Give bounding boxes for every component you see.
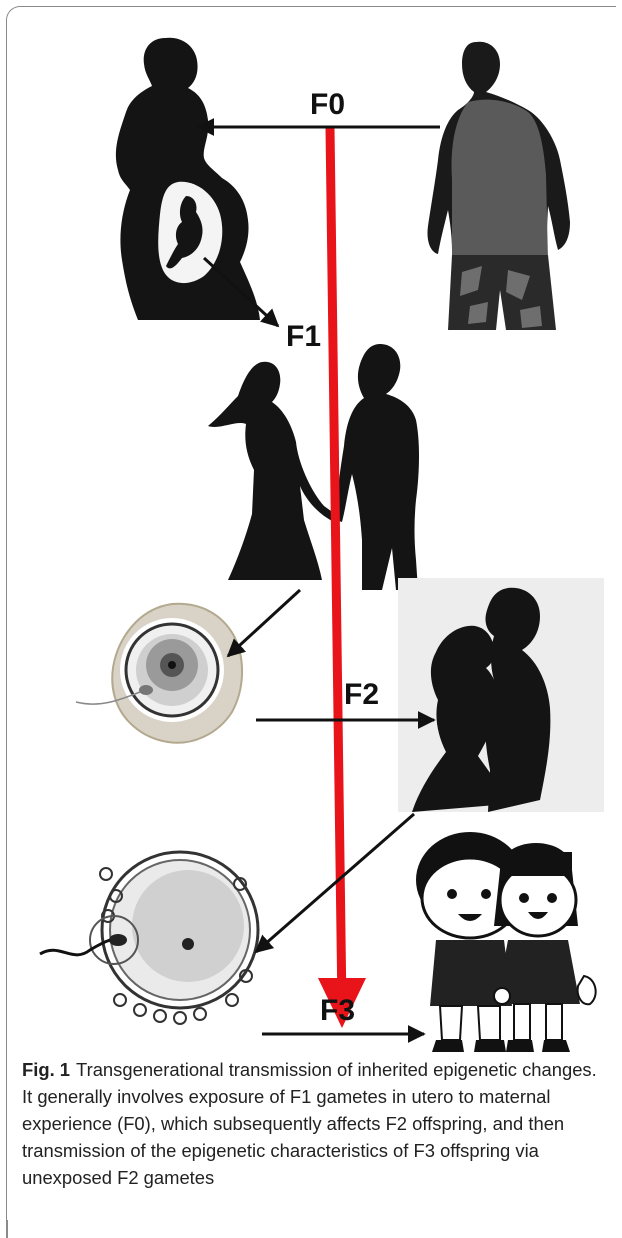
label-f2: F2 <box>344 678 379 711</box>
kissing-couple-icon <box>398 578 604 812</box>
fertilized-egg-cell-icon <box>40 852 258 1024</box>
transgenerational-diagram: F0 F1 F2 F3 <box>0 0 622 1060</box>
man-icon <box>427 42 570 330</box>
label-f3: F3 <box>320 994 355 1027</box>
label-f1: F1 <box>286 320 321 353</box>
pregnant-woman-icon <box>116 38 260 320</box>
fertilized-egg-arrow <box>256 814 414 952</box>
cartoon-children-icon <box>416 832 596 1052</box>
caption-text: Transgenerational transmission of inheri… <box>22 1059 597 1188</box>
caption-prefix: Fig. 1 <box>22 1059 70 1080</box>
egg-cell-icon <box>76 604 242 743</box>
label-f0: F0 <box>310 88 345 121</box>
couple-holding-hands-icon <box>208 344 419 590</box>
egg-arrow <box>228 590 300 656</box>
frame-tail <box>6 1220 8 1238</box>
